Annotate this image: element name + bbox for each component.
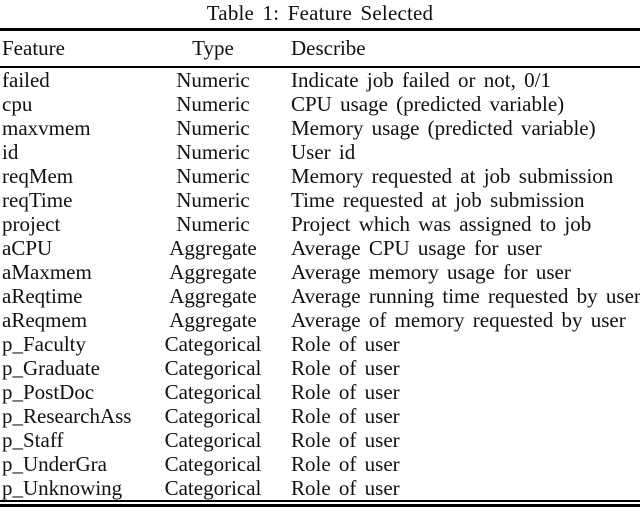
table-row: reqTime Numeric Time requested at job subm… [0,188,640,212]
column-header-feature: Feature [2,35,65,60]
cell-feature: cpu [2,91,33,116]
cell-feature: failed [2,67,50,92]
cell-type: Categorical [164,475,262,500]
cell-describe: Average memory usage for user [291,259,571,284]
cell-feature: p_Graduate [2,355,100,380]
cell-feature: maxvmem [2,115,91,140]
cell-type: Categorical [164,403,262,428]
cell-describe: Role of user [291,475,400,500]
cell-type: Numeric [176,91,250,116]
table-header-row: Feature Type Describe [0,31,640,66]
cell-describe: Time requested at job submission [291,187,585,212]
cell-type: Categorical [164,451,262,476]
table-row: p_Faculty Categorical Role of user [0,332,640,356]
cell-describe: Memory requested at job submission [291,163,614,188]
table-caption: Table 1: Feature Selected [206,1,434,25]
table-bottom-double-rule [0,499,640,507]
cell-describe: Average running time requested by user [291,283,640,308]
cell-feature: aReqmem [2,307,88,332]
cell-describe: Role of user [291,331,400,356]
table-row: aMaxmem Aggregate Average memory usage for… [0,260,640,284]
cell-describe: Average of memory requested by user [291,307,626,332]
cell-feature: p_Unknowing [2,475,123,500]
cell-type: Aggregate [169,235,257,260]
bottom-rule-thick [0,503,640,507]
cell-feature: reqMem [2,163,74,188]
cell-feature: reqTime [2,187,73,212]
table-row: p_UnderGra Categorical Role of user [0,452,640,476]
cell-type: Categorical [164,379,262,404]
cell-describe: Role of user [291,355,400,380]
cell-type: Categorical [164,427,262,452]
cell-feature: aReqtime [2,283,83,308]
table-top-rule [0,28,640,31]
table-row: p_Unknowing Categorical Role of user [0,476,640,500]
cell-type: Numeric [176,211,250,236]
column-header-describe: Describe [291,35,366,60]
cell-type: Aggregate [169,283,257,308]
cell-type: Numeric [176,139,250,164]
cell-feature: p_Faculty [2,331,86,356]
cell-type: Aggregate [169,307,257,332]
cell-describe: User id [291,139,356,164]
table-row: aReqmem Aggregate Average of memory reques… [0,308,640,332]
cell-feature: p_PostDoc [2,379,95,404]
cell-describe: Role of user [291,427,400,452]
cell-describe: Project which was assigned to job [291,211,592,236]
table-row: p_PostDoc Categorical Role of user [0,380,640,404]
cell-type: Categorical [164,355,262,380]
cell-type: Aggregate [169,259,257,284]
table-row: p_ResearchAss Categorical Role of user [0,404,640,428]
cell-describe: Role of user [291,451,400,476]
cell-describe: Average CPU usage for user [291,235,542,260]
cell-feature: p_ResearchAss [2,403,132,428]
table-row: p_Staff Categorical Role of user [0,428,640,452]
cell-describe: Indicate job failed or not, 0/1 [291,67,551,92]
cell-type: Categorical [164,331,262,356]
table-row: aReqtime Aggregate Average running time re… [0,284,640,308]
table-row: maxvmem Numeric Memory usage (predicted va… [0,116,640,140]
cell-feature: project [2,211,61,236]
table-row: project Numeric Project which was assigned… [0,212,640,236]
cell-feature: aCPU [2,235,53,260]
table-row: reqMem Numeric Memory requested at job sub… [0,164,640,188]
table-row: failed Numeric Indicate job failed or not,… [0,68,640,92]
cell-type: Numeric [176,163,250,188]
cell-feature: p_UnderGra [2,451,107,476]
cell-feature: id [2,139,19,164]
header-separator-rule [0,65,640,68]
table-row: p_Graduate Categorical Role of user [0,356,640,380]
cell-type: Numeric [176,115,250,140]
cell-describe: Role of user [291,379,400,404]
column-header-type: Type [192,35,234,60]
cell-type: Numeric [176,67,250,92]
cell-describe: Role of user [291,403,400,428]
cell-describe: CPU usage (predicted variable) [291,91,565,116]
table-row: cpu Numeric CPU usage (predicted variable) [0,92,640,116]
table-row: aCPU Aggregate Average CPU usage for user [0,236,640,260]
cell-describe: Memory usage (predicted variable) [291,115,596,140]
bottom-rule-thin [0,499,640,502]
table-row: id Numeric User id [0,140,640,164]
cell-type: Numeric [176,187,250,212]
cell-feature: p_Staff [2,427,64,452]
cell-feature: aMaxmem [2,259,92,284]
